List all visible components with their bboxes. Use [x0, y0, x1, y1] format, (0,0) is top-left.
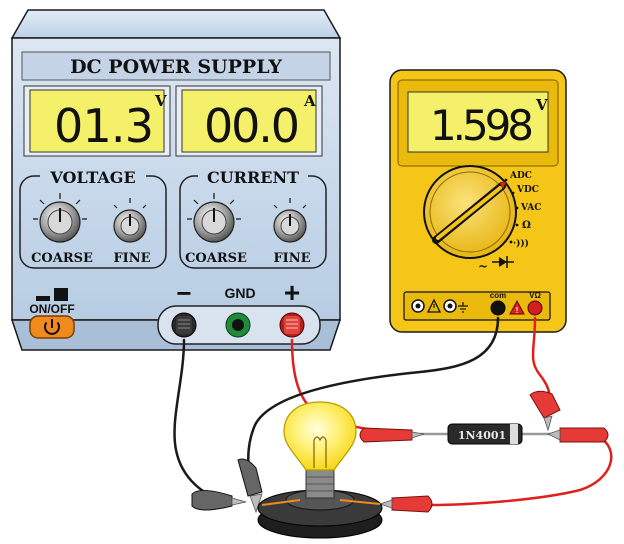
multimeter-display-value: 1.598 [430, 101, 534, 150]
voltage-coarse-label: COARSE [31, 251, 93, 266]
power-icon [44, 319, 60, 335]
red-clip-meter [529, 390, 561, 432]
positive-terminal[interactable] [279, 312, 305, 338]
warning-icon [426, 298, 442, 313]
dc-power-supply: DC POWER SUPPLY 01.3 V 00.0 A VOLTAGE CO… [10, 9, 342, 351]
black-wire-supply [173, 338, 224, 502]
current-coarse-knob[interactable] [187, 193, 241, 243]
multimeter-dial[interactable] [423, 165, 517, 259]
negative-terminal[interactable] [171, 312, 197, 338]
multimeter: 1.598 V ADC VDC VAC Ω ·))) ~ [389, 69, 567, 333]
current-group-label: CURRENT [207, 168, 299, 187]
voltage-group-label-bg [40, 168, 146, 186]
svg-text:!: ! [516, 306, 519, 315]
red-wire-lamp [428, 434, 613, 507]
ground-terminal-label: GND [224, 285, 255, 301]
red-clip-lamp [378, 495, 433, 513]
jack-vohm[interactable] [527, 300, 543, 316]
jack-ma[interactable] [443, 299, 457, 313]
dial-label-continuity: ·))) [513, 238, 529, 249]
voltage-group-label: VOLTAGE [49, 168, 135, 187]
red-clip-diode-cathode [546, 427, 609, 443]
current-coarse-label: COARSE [185, 251, 247, 266]
multimeter-display-unit: V [535, 96, 548, 114]
dial-label-adc: ADC [509, 171, 532, 181]
positive-terminal-label: + [284, 277, 300, 308]
supply-title: DC POWER SUPPLY [70, 56, 282, 78]
black-wire-meter [247, 316, 500, 496]
bulb-filament [313, 436, 327, 468]
black-clip-meter [237, 458, 263, 514]
dial-tick-marks [504, 178, 519, 244]
jack-com-label: com [490, 291, 506, 300]
light-bulb [257, 401, 383, 539]
dial-label-ohm: Ω [522, 220, 531, 231]
voltage-fine-label: FINE [113, 251, 150, 266]
jack-com[interactable] [490, 300, 506, 316]
black-clip-supply [191, 490, 247, 511]
current-group-label-bg [198, 168, 308, 186]
voltage-display [29, 89, 165, 153]
current-fine-label: FINE [273, 251, 310, 266]
current-fine-knob[interactable] [273, 198, 307, 243]
current-display-value: 00.0 [204, 99, 300, 153]
power-button[interactable] [29, 315, 75, 339]
ground-terminal[interactable] [225, 312, 251, 338]
voltage-display-unit: V [154, 92, 167, 110]
red-clip-diode-anode [359, 427, 425, 443]
current-display-unit: A [303, 92, 316, 110]
diode-part-number: 1N4001 [458, 429, 506, 442]
diode: 1N4001 [420, 423, 550, 445]
diode-test-icon [492, 256, 514, 268]
current-display [181, 89, 317, 153]
lamp-socket-base [257, 489, 383, 539]
jack-vohm-label: VΩ [529, 291, 541, 300]
negative-terminal-label: − [176, 278, 191, 308]
jack-a[interactable] [411, 299, 425, 313]
dial-label-vdc: VDC [516, 185, 539, 195]
power-label: ON/OFF [29, 302, 74, 316]
warning-icon-red: ! [509, 299, 525, 315]
supply-title-bar [21, 51, 331, 81]
voltage-coarse-knob[interactable] [33, 193, 87, 243]
ac-wave-icon: ~ [478, 259, 488, 273]
power-switch-indicator-icon [36, 288, 68, 301]
multimeter-display [407, 91, 549, 153]
voltage-fine-knob[interactable] [113, 198, 147, 243]
dial-label-vac: VAC [520, 203, 541, 213]
alligator-clips [191, 390, 609, 514]
supply-top-bevel [10, 9, 342, 39]
voltage-display-value: 01.3 [54, 99, 154, 153]
bulb-glass [283, 401, 357, 471]
ground-symbol-icon [458, 302, 468, 313]
